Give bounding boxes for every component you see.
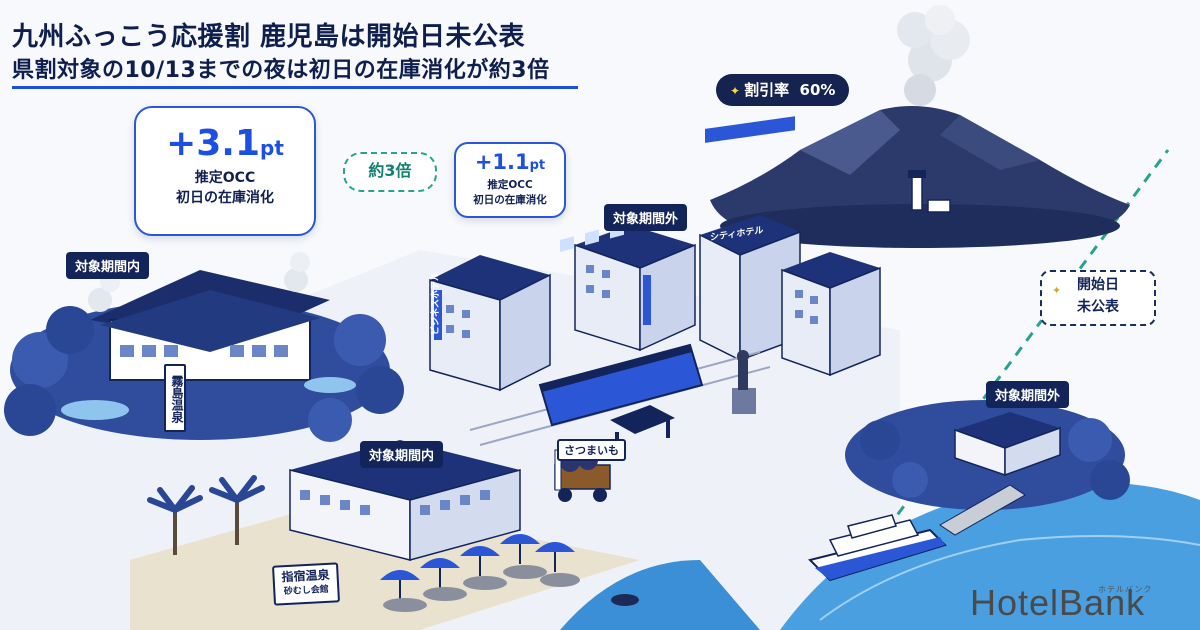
tram-illustration xyxy=(538,222,704,427)
callout-out-period-occ: +1.1pt 推定OCC 初日の在庫消化 xyxy=(454,142,566,218)
beach-hotel-illustration xyxy=(130,440,640,630)
island-illustration xyxy=(845,400,1130,536)
hotelbank-logo-kana: ホテルバンク xyxy=(1098,585,1153,594)
label-business-hotel-1: ビジネスホテル xyxy=(429,272,441,335)
discount-badge: ✦割引率 60% xyxy=(716,74,850,106)
callout-small-value: +1.1 xyxy=(474,150,530,174)
callout-in-period-occ: +3.1pt 推定OCC 初日の在庫消化 xyxy=(134,106,316,236)
hotelbank-logo: HotelBank xyxy=(970,582,1146,623)
page-subtitle: 県割対象の10/13までの夜は初日の在庫消化が約3倍 xyxy=(12,58,550,83)
callout-main-value: +3.1 xyxy=(166,123,261,164)
title-underline xyxy=(12,86,578,89)
callout-main-line2: 初日の在庫消化 xyxy=(176,190,274,206)
sign-ibusuki: 指宿温泉 砂むし会館 xyxy=(271,562,341,606)
rock xyxy=(611,594,639,606)
undisclosed-start-box: ✦ 開始日 未公表 xyxy=(1040,270,1156,326)
tag-in-period-ryokan: 対象期間内 xyxy=(66,252,150,279)
sparkle-icon: ✦ xyxy=(730,84,741,98)
sign-kirishima-onsen: 霧島温泉 xyxy=(164,364,186,432)
discount-label: 割引率 xyxy=(744,81,790,99)
sign-sweet-potato: さつまいも xyxy=(557,439,626,461)
parasol-icon xyxy=(380,534,575,600)
callout-small-line2: 初日の在庫消化 xyxy=(473,194,547,206)
sparkle-icon: ✦ xyxy=(1052,284,1062,297)
callout-small-line1: 推定OCC xyxy=(487,179,533,191)
ratio-badge: 約3倍 xyxy=(343,152,437,192)
undisclosed-line1: 開始日 xyxy=(1077,277,1119,293)
tag-out-period-island: 対象期間外 xyxy=(986,381,1070,408)
callout-main-value-row: +3.1pt xyxy=(136,124,314,168)
sign-ibusuki-line2: 砂むし会館 xyxy=(283,584,330,598)
volcano-illustration xyxy=(710,5,1130,248)
wave-line xyxy=(819,535,1200,621)
callout-small-unit: pt xyxy=(529,158,546,173)
hotel-district-illustration: ビジネスホテル シティホテル xyxy=(429,116,881,450)
callout-main-unit: pt xyxy=(260,136,284,160)
ryokan-illustration xyxy=(4,252,404,442)
sea-right xyxy=(780,482,1200,630)
sea-left xyxy=(560,560,760,630)
undisclosed-line2: 未公表 xyxy=(1077,299,1119,315)
palm-tree-icon xyxy=(147,475,265,555)
callout-small-value-row: +1.1pt xyxy=(456,150,564,178)
ferry-illustration xyxy=(808,514,947,582)
tag-out-period-city: 対象期間外 xyxy=(604,204,688,231)
discount-value: 60% xyxy=(799,81,836,99)
tag-in-period-beach: 対象期間内 xyxy=(360,441,444,468)
callout-main-line1: 推定OCC xyxy=(194,170,256,186)
page-title: 九州ふっこう応援割 鹿児島は開始日未公表 xyxy=(12,22,526,52)
